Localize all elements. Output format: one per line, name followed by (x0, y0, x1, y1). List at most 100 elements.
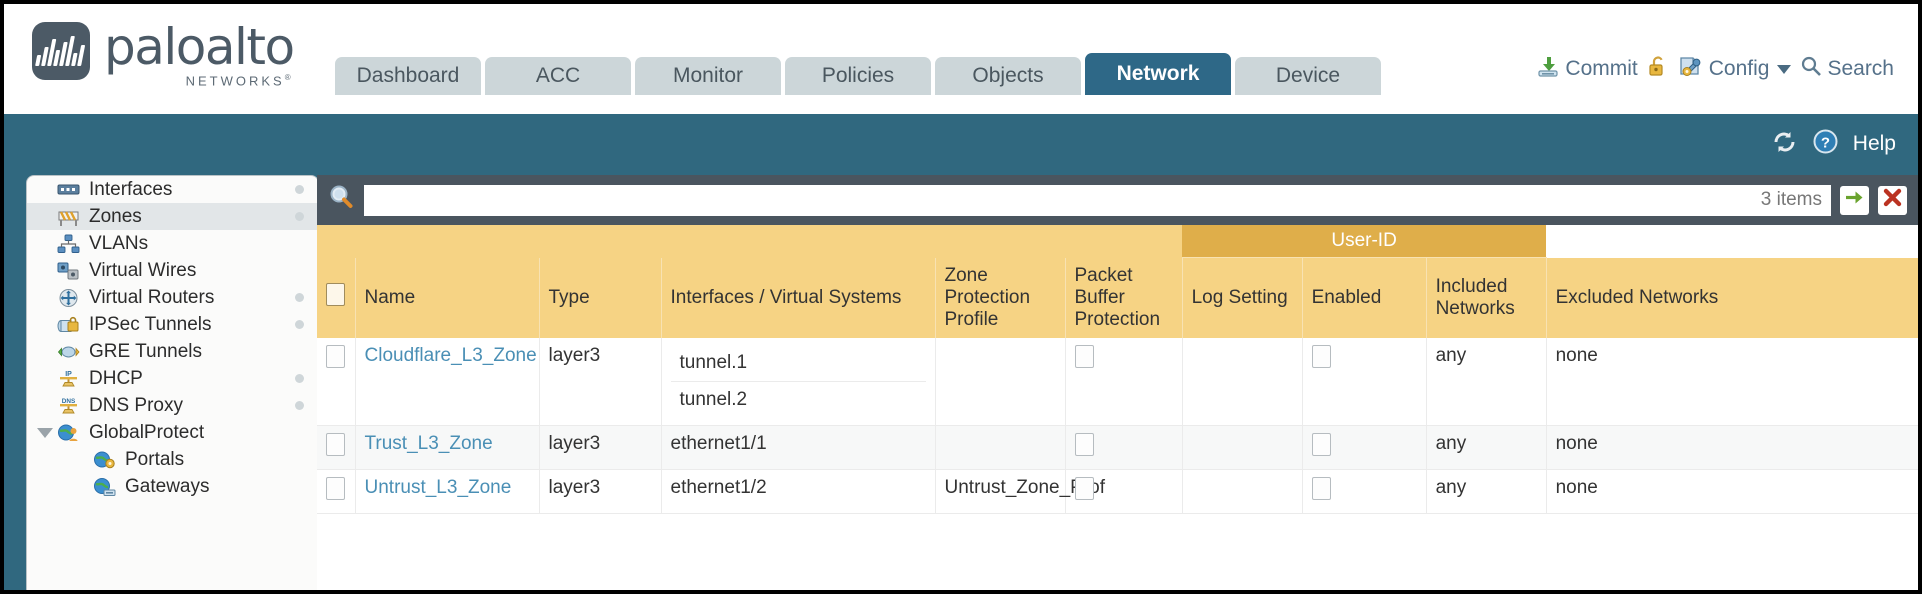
column-header-type[interactable]: Type (539, 257, 662, 338)
logo-wordmark: paloalto (104, 18, 295, 76)
lock-button[interactable] (1647, 54, 1669, 84)
userid-enabled-checkbox[interactable] (1311, 344, 1331, 368)
cell-name: Trust_L3_Zone (355, 425, 540, 470)
chevron-down-icon[interactable] (1777, 64, 1792, 74)
tab-network[interactable]: Network (1085, 53, 1231, 95)
packet-buffer-protection-checkbox[interactable] (1074, 476, 1094, 500)
cell-log-setting (1182, 337, 1303, 426)
packet-buffer-protection-checkbox[interactable] (1074, 432, 1094, 456)
column-header-included-networks[interactable]: Included Networks (1426, 257, 1547, 338)
tab-device[interactable]: Device (1235, 57, 1381, 95)
userid-enabled-checkbox[interactable] (1311, 432, 1331, 456)
table-row[interactable]: Untrust_L3_Zone layer3 ethernet1/2 Untru… (317, 469, 1918, 514)
sidebar-item-globalprotect[interactable]: GlobalProtect (27, 419, 318, 446)
sidebar-item-virtual-routers[interactable]: Virtual Routers (27, 284, 318, 311)
zone-name-link[interactable]: Trust_L3_Zone (364, 432, 493, 454)
zone-name-link[interactable]: Untrust_L3_Zone (364, 476, 512, 498)
sidebar-item-dns-proxy[interactable]: DNS DNS Proxy (27, 392, 318, 419)
packet-buffer-protection-checkbox[interactable] (1074, 344, 1094, 368)
table-row[interactable]: Trust_L3_Zone layer3 ethernet1/1 any (317, 425, 1918, 470)
sidebar-item-portals[interactable]: Portals (27, 446, 318, 473)
zone-name-link[interactable]: Cloudflare_L3_Zone (364, 344, 537, 366)
band-actions: ? Help (1771, 128, 1896, 160)
interfaces-icon (57, 180, 80, 200)
cell-excluded-networks: none (1546, 425, 1918, 470)
help-label[interactable]: Help (1852, 132, 1896, 155)
commit-icon (1536, 54, 1560, 84)
column-header-log-setting[interactable]: Log Setting (1182, 257, 1303, 338)
cell-userid-enabled (1302, 425, 1427, 470)
column-header-zone-protection-profile[interactable]: Zone Protection Profile (935, 257, 1066, 338)
filter-input[interactable]: 3 items (364, 184, 1831, 216)
search-icon[interactable] (327, 183, 356, 217)
table-row[interactable]: Cloudflare_L3_Zone layer3 tunnel.1 tunne… (317, 337, 1918, 426)
column-header-interfaces[interactable]: Interfaces / Virtual Systems (661, 257, 936, 338)
cell-excluded-networks: none (1546, 469, 1918, 514)
row-select-cell (317, 337, 356, 426)
tab-acc[interactable]: ACC (485, 57, 631, 95)
portals-icon (93, 450, 116, 470)
cell-type: layer3 (539, 469, 662, 514)
tab-objects[interactable]: Objects (935, 57, 1081, 95)
search-icon (1800, 55, 1822, 83)
sidebar-item-zones[interactable]: Zones (27, 203, 318, 230)
sidebar-item-label: Interfaces (89, 178, 173, 200)
sidebar-item-label: IPSec Tunnels (89, 313, 212, 335)
tab-policies[interactable]: Policies (785, 57, 931, 95)
column-header-excluded-networks[interactable]: Excluded Networks (1546, 257, 1918, 338)
sidebar-item-vlans[interactable]: VLANs (27, 230, 318, 257)
sidebar-item-gateways[interactable]: Gateways (27, 473, 318, 500)
gateways-icon (93, 477, 116, 497)
cell-interfaces: ethernet1/2 (661, 469, 936, 514)
select-all-checkbox[interactable] (326, 283, 345, 306)
tab-dashboard[interactable]: Dashboard (335, 57, 481, 95)
search-button[interactable]: Search (1800, 55, 1894, 83)
cell-packet-buffer-protection (1065, 469, 1183, 514)
row-checkbox[interactable] (326, 476, 345, 500)
row-checkbox[interactable] (326, 344, 345, 368)
logo-mark-icon (32, 22, 90, 80)
sidebar-item-label: GRE Tunnels (89, 340, 202, 362)
svg-text:IP: IP (65, 371, 72, 378)
cell-excluded-networks: none (1546, 337, 1918, 426)
tab-monitor[interactable]: Monitor (635, 57, 781, 95)
table-group-header-row: User-ID (317, 225, 1918, 258)
config-label: Config (1708, 57, 1770, 80)
sidebar-item-dot (295, 374, 304, 383)
refresh-icon[interactable] (1771, 129, 1798, 160)
config-icon (1678, 54, 1704, 84)
help-icon[interactable]: ? (1812, 128, 1839, 160)
config-button[interactable]: Config (1678, 54, 1792, 84)
filter-bar: 3 items (317, 175, 1918, 225)
userid-enabled-checkbox[interactable] (1311, 476, 1331, 500)
sidebar-item-dot (295, 185, 304, 194)
sidebar-item-dot (295, 293, 304, 302)
column-header-packet-buffer-protection[interactable]: Packet Buffer Protection (1065, 257, 1183, 338)
paloalto-logo: paloalto NETWORKS® (32, 18, 295, 89)
sidebar-item-label: DNS Proxy (89, 394, 183, 416)
sidebar-item-label: Gateways (125, 475, 210, 497)
item-count-label: 3 items (1760, 189, 1822, 210)
gre-tunnels-icon (57, 342, 80, 362)
commit-button[interactable]: Commit (1536, 54, 1638, 84)
sidebar-item-virtual-wires[interactable]: Virtual Wires (27, 257, 318, 284)
row-checkbox[interactable] (326, 432, 345, 456)
column-header-enabled[interactable]: Enabled (1302, 257, 1427, 338)
sidebar-item-label: GlobalProtect (89, 421, 205, 443)
cell-included-networks: any (1426, 425, 1547, 470)
sidebar-item-label: DHCP (89, 367, 143, 389)
apply-filter-button[interactable] (1840, 185, 1869, 215)
sidebar-item-dhcp[interactable]: IP DHCP (27, 365, 318, 392)
cell-type: layer3 (539, 425, 662, 470)
page-body: Interfaces Zones (4, 175, 1918, 590)
clear-filter-button[interactable] (1878, 185, 1907, 215)
sidebar-item-gre-tunnels[interactable]: GRE Tunnels (27, 338, 318, 365)
chevron-down-icon[interactable] (37, 427, 53, 438)
sidebar-item-ipsec-tunnels[interactable]: IPSec Tunnels (27, 311, 318, 338)
cell-interfaces: tunnel.1 tunnel.2 (661, 337, 936, 426)
column-header-name[interactable]: Name (355, 257, 540, 338)
logo-subtext: NETWORKS® (185, 73, 294, 89)
sidebar-item-interfaces[interactable]: Interfaces (27, 176, 318, 203)
header-actions: Commit (1536, 54, 1894, 84)
sidebar-item-label: Zones (89, 205, 142, 227)
